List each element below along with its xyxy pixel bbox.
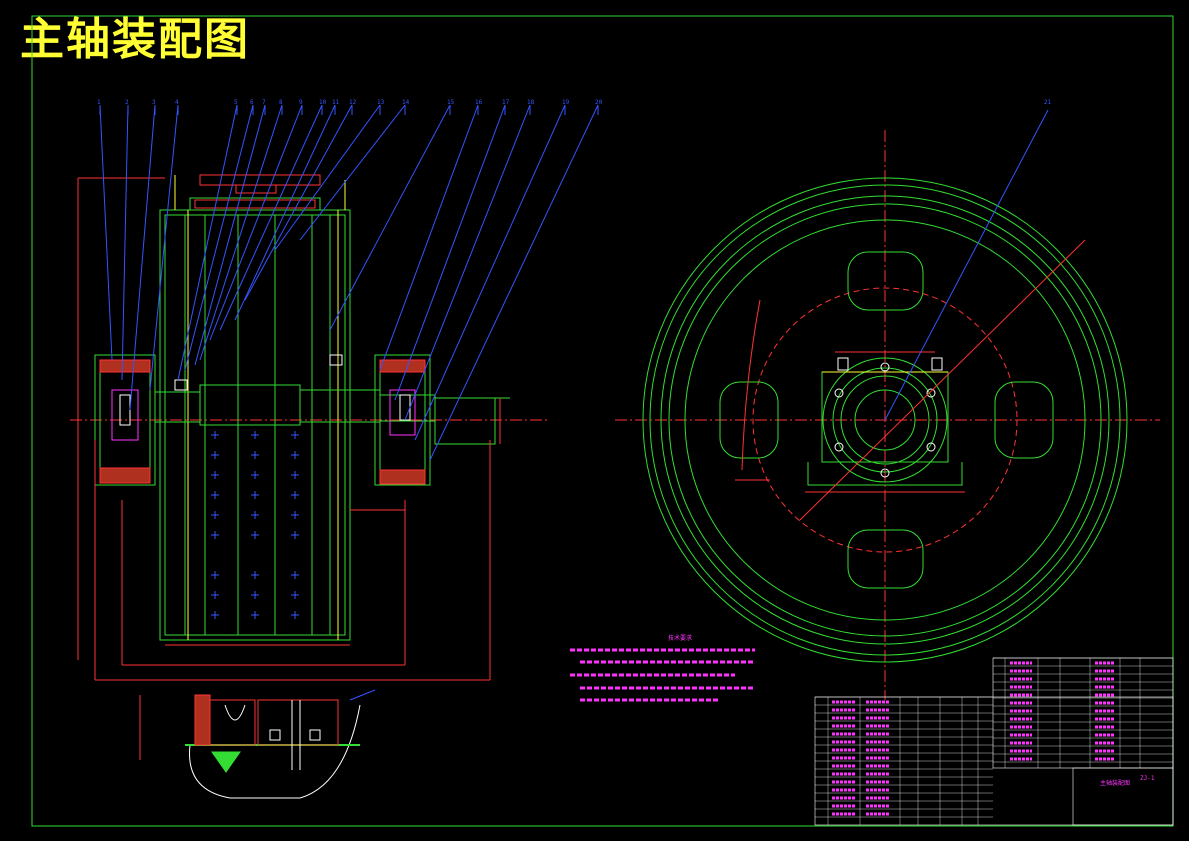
section-view bbox=[70, 174, 550, 681]
callout-leader bbox=[414, 104, 566, 441]
callout-label: 4 bbox=[175, 99, 179, 106]
callout-label: 9 bbox=[299, 99, 303, 106]
callout-leader bbox=[99, 104, 113, 361]
callout-label: 7 bbox=[262, 99, 266, 106]
detail-view bbox=[139, 689, 376, 799]
callout-label: 14 bbox=[402, 99, 410, 106]
callout-label: 10 bbox=[319, 99, 327, 106]
callout-leader bbox=[379, 104, 479, 371]
callout-label: 17 bbox=[502, 99, 510, 106]
callout-leader bbox=[429, 104, 599, 461]
callout-leader bbox=[199, 104, 283, 361]
technical-notes: 技术要求 bbox=[570, 634, 755, 702]
callout-leader bbox=[184, 104, 254, 371]
callout-label: 18 bbox=[527, 99, 535, 106]
callout-label: 8 bbox=[279, 99, 283, 106]
callout-leader bbox=[149, 104, 179, 391]
drawing-number: ZJ-1 bbox=[1140, 775, 1155, 782]
callout-leader bbox=[219, 104, 323, 331]
callout-leader bbox=[394, 104, 506, 401]
callout-leader bbox=[209, 104, 303, 341]
drawing-title: 主轴装配图 bbox=[20, 14, 250, 65]
callout-leader bbox=[129, 104, 156, 411]
callout-label: 12 bbox=[349, 99, 357, 106]
title-block-name: 主轴装配图 bbox=[1100, 779, 1130, 787]
notes-heading: 技术要求 bbox=[668, 634, 692, 642]
callout-label: 6 bbox=[250, 99, 254, 106]
callout-label-right: 21 bbox=[1044, 99, 1052, 106]
callout-label: 20 bbox=[595, 99, 603, 106]
callout-label: 15 bbox=[447, 99, 455, 106]
callout-leader bbox=[274, 104, 381, 251]
callout-label: 5 bbox=[234, 99, 238, 106]
callout-leader bbox=[177, 104, 238, 381]
callout-label: 2 bbox=[125, 99, 129, 106]
callout-leader bbox=[299, 104, 406, 241]
callout-label: 3 bbox=[152, 99, 156, 106]
drum-bolt-markers bbox=[211, 431, 299, 619]
drawing-border bbox=[31, 15, 1174, 827]
callout-label: 11 bbox=[332, 99, 340, 106]
callout-leader bbox=[121, 104, 129, 381]
callout-leader bbox=[244, 104, 353, 301]
callout-leader bbox=[234, 104, 336, 321]
callout-label: 19 bbox=[562, 99, 570, 106]
callout-label: 13 bbox=[377, 99, 385, 106]
callout-leader bbox=[404, 104, 531, 421]
callout-label: 1 bbox=[97, 99, 101, 106]
wheel-view bbox=[615, 109, 1160, 700]
callout-leader bbox=[329, 104, 451, 331]
callout-leader bbox=[194, 104, 266, 366]
bill-of-materials bbox=[815, 657, 1173, 825]
callout-label: 16 bbox=[475, 99, 483, 106]
